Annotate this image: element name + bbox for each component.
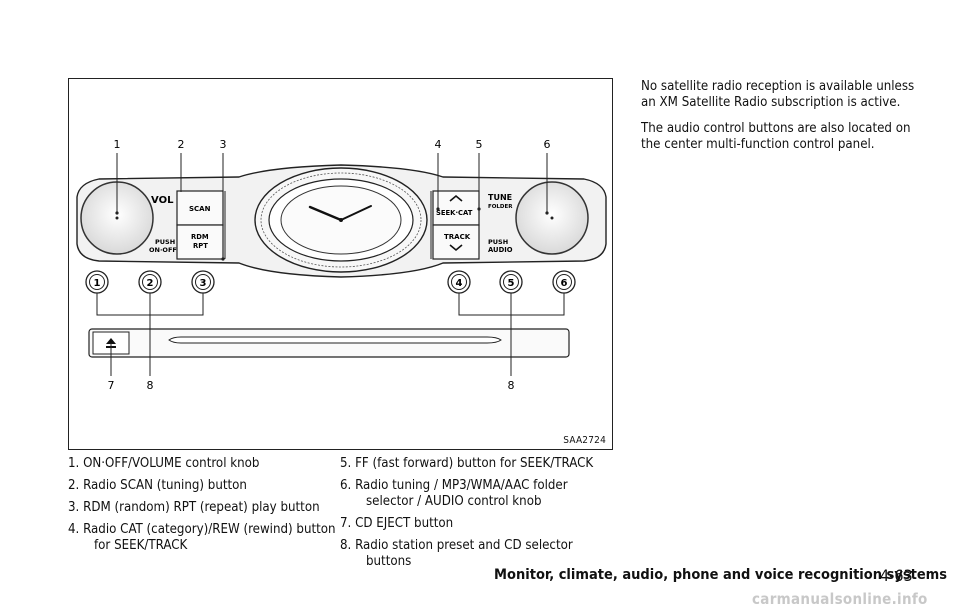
folder-label: FOLDER [488, 204, 513, 210]
audio-panel-diagram: VOL PUSH ON·OFF SCAN RDM RPT SEEK·CAT TR… [76, 138, 607, 392]
svg-text:1: 1 [94, 278, 101, 289]
callout-7: 7 [108, 379, 115, 392]
figure-code: SAA2724 [563, 435, 606, 446]
legend-item: 8. Radio station preset and CD selector … [340, 538, 573, 569]
cd-slot [168, 336, 502, 344]
callout-4: 4 [435, 138, 442, 151]
clock-minute-hand [340, 205, 372, 221]
audio-panel-figure: VOL PUSH ON·OFF SCAN RDM RPT SEEK·CAT TR… [68, 78, 613, 450]
scan-label: SCAN [189, 205, 211, 213]
legend-item: 2. Radio SCAN (tuning) button [68, 478, 247, 493]
callout-6: 6 [544, 138, 551, 151]
legend-item: 7. CD EJECT button [340, 516, 454, 531]
callout-8-right: 8 [508, 379, 515, 392]
svg-text:6: 6 [561, 278, 568, 289]
track-button[interactable] [432, 224, 480, 260]
tune-label: TUNE [488, 193, 512, 202]
section-title: Monitor, climate, audio, phone and voice… [494, 567, 948, 583]
rdm-label: RDM [191, 233, 209, 241]
legend-column-right: 5. FF (fast forward) button for SEEK/TRA… [340, 456, 610, 576]
preset-button-6[interactable]: 6 [552, 270, 576, 294]
rpt-label: RPT [193, 242, 208, 250]
svg-text:5: 5 [508, 278, 515, 289]
paragraph: The audio control buttons are also locat… [641, 121, 911, 152]
preset-button-3[interactable]: 3 [191, 270, 215, 294]
preset-button-5[interactable]: 5 [499, 270, 523, 294]
callout-2: 2 [178, 138, 185, 151]
body-text: No satellite radio reception is availabl… [641, 79, 926, 163]
watermark: carmanualsonline.info [752, 590, 928, 608]
push-label-right: PUSH [488, 238, 508, 246]
push-label-left: PUSH [155, 238, 175, 246]
preset-button-1[interactable]: 1 [85, 270, 109, 294]
legend-column-left: 1. ON·OFF/VOLUME control knob 2. Radio S… [68, 456, 338, 560]
legend-item: 6. Radio tuning / MP3/WMA/AAC folder sel… [340, 478, 568, 509]
paragraph: No satellite radio reception is availabl… [641, 79, 915, 110]
legend-item: 1. ON·OFF/VOLUME control knob [68, 456, 260, 471]
audio-label: AUDIO [488, 246, 513, 254]
on-off-label: ON·OFF [149, 246, 177, 254]
callout-1: 1 [114, 138, 121, 151]
svg-text:2: 2 [147, 278, 154, 289]
callout-3: 3 [220, 138, 227, 151]
preset-button-2[interactable]: 2 [138, 270, 162, 294]
legend-item: 3. RDM (random) RPT (repeat) play button [68, 500, 320, 515]
seek-cat-label: SEEK·CAT [436, 209, 473, 217]
legend-item: 4. Radio CAT (category)/REW (rewind) but… [68, 522, 336, 553]
svg-text:3: 3 [200, 278, 207, 289]
callout-5: 5 [476, 138, 483, 151]
preset-button-4[interactable]: 4 [447, 270, 471, 294]
clock-hour-hand [308, 205, 343, 222]
svg-text:4: 4 [456, 278, 463, 289]
legend-item: 5. FF (fast forward) button for SEEK/TRA… [340, 456, 594, 471]
track-label: TRACK [444, 233, 471, 241]
callout-8-left: 8 [147, 379, 154, 392]
leader-lines-top [116, 153, 548, 259]
page-number: 4-63 [880, 566, 913, 585]
leader-lines-bottom [110, 293, 512, 376]
vol-label: VOL [151, 195, 174, 206]
